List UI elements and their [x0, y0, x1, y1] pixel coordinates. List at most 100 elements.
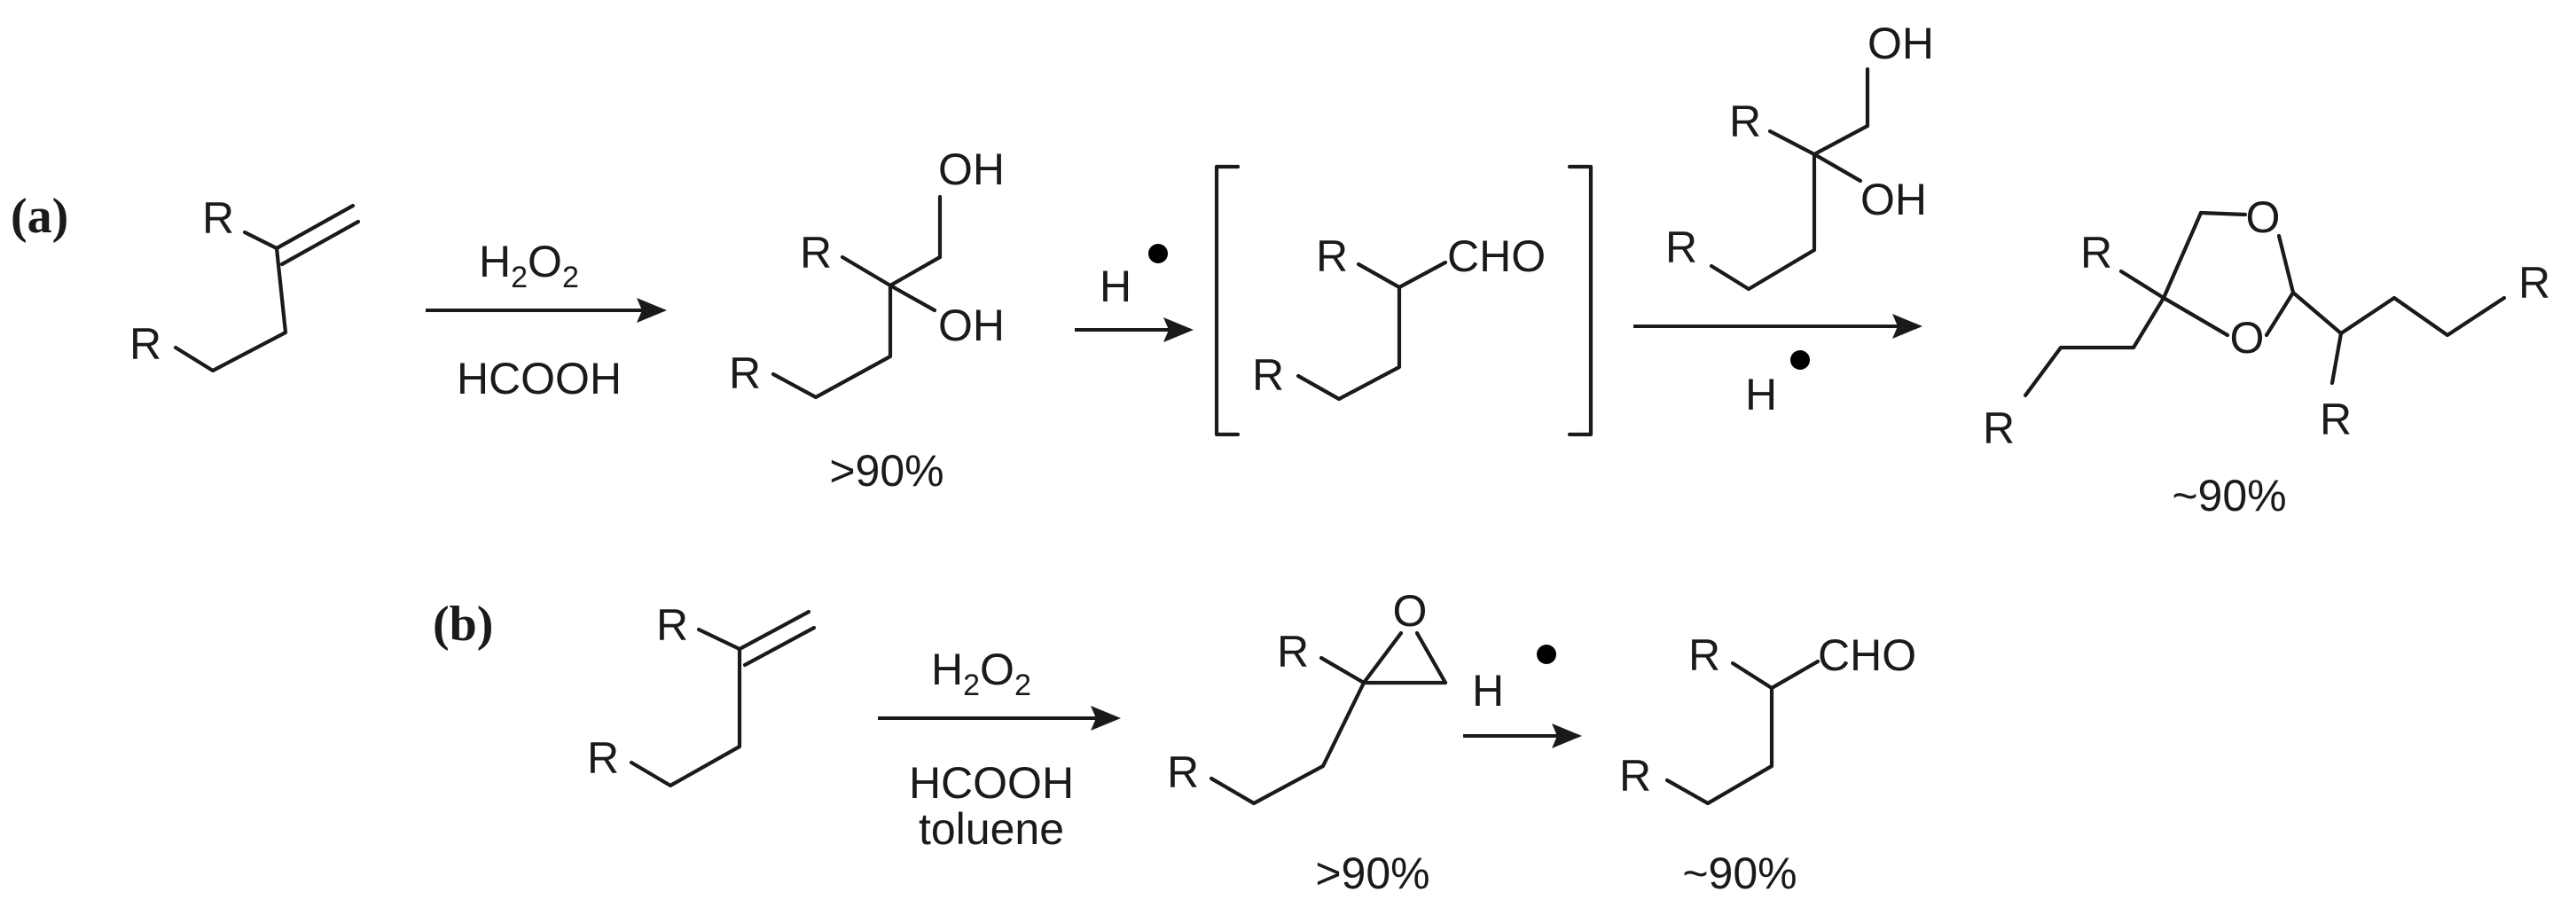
- arrow-head: [1892, 314, 1922, 339]
- alkene-chain-bond: [629, 646, 742, 788]
- reagent-h: H: [1472, 666, 1504, 716]
- alkene-r-bond: [242, 230, 279, 251]
- alkene-double-bond-1: [274, 203, 356, 251]
- alkene-double-bond-2: [742, 625, 817, 668]
- diol-reagent-r-top: R: [1729, 97, 1761, 146]
- epoxide-r-bond: [1319, 655, 1366, 685]
- epoxide-ring-o-right: [1414, 630, 1448, 685]
- arrow-head: [1552, 724, 1582, 748]
- diol-reagent-r-bottom: R: [1665, 223, 1697, 272]
- dioxolane-o-bottom: O: [2230, 313, 2265, 363]
- epoxide-ring-o-left: [1361, 630, 1404, 685]
- diol-chain-bond: [771, 283, 893, 400]
- reagent-h2o2: H2O2: [479, 237, 579, 294]
- charge-plus-icon: [1537, 645, 1556, 664]
- diol-ch2-bond: [888, 254, 943, 288]
- epoxide-o: O: [1393, 586, 1428, 636]
- panel-b-epoxide: R R O >90%: [1167, 586, 1448, 898]
- aldehyde-chain-bond: [1296, 285, 1402, 402]
- panel-a-arrow-1: H2O2 HCOOH: [426, 237, 667, 403]
- aldehyde-yield: ~90%: [1682, 849, 1797, 898]
- dioxolane-yield: ~90%: [2172, 471, 2286, 520]
- diol-r-bottom: R: [729, 348, 761, 398]
- dioxolane-left-chain-bond: [2023, 295, 2166, 398]
- epoxide-chain-bond: [1209, 680, 1366, 806]
- dioxolane-r-ring: R: [2080, 228, 2112, 278]
- dioxolane-r-branch: R: [2320, 395, 2352, 444]
- arrow-head: [1163, 317, 1194, 342]
- panel-a-dioxolane: R R R R O O ~90%: [1983, 192, 2550, 520]
- aldehyde-cho-bond: [1397, 260, 1448, 290]
- alkene-r-bottom: R: [587, 733, 619, 783]
- charge-plus-icon: [1148, 244, 1168, 263]
- dioxolane-branch-r-bond: [2329, 331, 2344, 386]
- charge-plus-icon: [1790, 350, 1810, 370]
- panel-a-label: (a): [11, 189, 68, 244]
- reagent-toluene: toluene: [919, 804, 1064, 854]
- alkene-r-bottom: R: [129, 319, 161, 369]
- panel-b: (b) R R H2O2 HCOOH toluene R R O: [433, 586, 1916, 898]
- dioxolane-ring-o2-bond: [2161, 295, 2230, 338]
- arrow-head: [1091, 706, 1121, 731]
- dioxolane-r-right: R: [2518, 258, 2550, 308]
- reagent-h: H: [1100, 262, 1131, 311]
- diol-oh-bottom: OH: [938, 301, 1005, 350]
- reagent-hcooh: HCOOH: [909, 758, 1074, 808]
- alkene-r-bond: [696, 627, 742, 652]
- alkene-double-bond-1: [737, 609, 811, 652]
- bracket-right: [1567, 164, 1593, 437]
- dioxolane-ring-c-o2-bond: [2264, 290, 2296, 338]
- panel-b-arrow-1: H2O2 HCOOH toluene: [878, 645, 1121, 854]
- aldehyde-r-bond: [1730, 661, 1774, 691]
- alkene-chain-bond: [173, 246, 288, 373]
- diol-reagent-chain-bond: [1709, 152, 1817, 292]
- epoxide-yield: >90%: [1315, 849, 1429, 898]
- panel-b-arrow-2: H: [1463, 645, 1582, 748]
- panel-a-arrow-3: H: [1633, 314, 1922, 419]
- diol-reagent-r-bond: [1767, 129, 1817, 157]
- aldehyde-cho-bond: [1769, 659, 1820, 691]
- diol-reagent-oh-top: OH: [1867, 19, 1934, 68]
- alkene-r-top: R: [656, 600, 688, 650]
- diol-r-top: R: [800, 228, 832, 278]
- diol-r-bond: [840, 254, 893, 288]
- aldehyde-chain-bond: [1664, 685, 1774, 806]
- panel-b-aldehyde: R R CHO ~90%: [1619, 630, 1916, 898]
- dioxolane-r-bond: [2118, 269, 2166, 301]
- aldehyde-r-bottom: R: [1619, 751, 1651, 801]
- reagent-h2o2: H2O2: [931, 645, 1031, 702]
- panel-a-aldehyde: R R CHO: [1252, 231, 1546, 402]
- panel-a: (a) R R H2O2 HCOOH R R OH OH: [11, 19, 2550, 520]
- arrow-head: [637, 298, 667, 323]
- panel-a-diol: R R OH OH >90%: [729, 145, 1005, 496]
- panel-b-alkene: R R: [587, 600, 817, 788]
- alkene-r-top: R: [202, 193, 234, 243]
- diol-yield: >90%: [829, 446, 943, 496]
- aldehyde-r-bottom: R: [1252, 350, 1284, 400]
- dioxolane-ring-ch2-bond: [2161, 210, 2204, 301]
- diol-oh-bond: [888, 283, 937, 313]
- bracket-left: [1214, 164, 1241, 437]
- dioxolane-r-left: R: [1983, 403, 2015, 453]
- aldehyde-r-top: R: [1316, 231, 1348, 281]
- reagent-h: H: [1745, 370, 1777, 419]
- aldehyde-cho: CHO: [1818, 630, 1916, 680]
- reagent-hcooh: HCOOH: [457, 354, 622, 403]
- dioxolane-ring-o1-bond: [2198, 210, 2248, 217]
- alkene-double-bond-2: [279, 219, 361, 267]
- dioxolane-ring-o1-c-bond: [2276, 233, 2296, 295]
- panel-a-alkene: R R: [129, 193, 361, 373]
- panel-b-label: (b): [433, 597, 493, 652]
- panel-a-diol-reagent: R R OH OH: [1665, 19, 1934, 292]
- diol-reagent-oh-bond: [1812, 152, 1863, 184]
- aldehyde-r-bond: [1356, 262, 1402, 290]
- diol-reagent-oh-bottom: OH: [1860, 175, 1927, 224]
- diol-reagent-ch2-bond: [1812, 123, 1870, 157]
- dioxolane-right-chain-bond: [2290, 290, 2507, 338]
- aldehyde-r-top: R: [1688, 630, 1720, 680]
- epoxide-r-bottom: R: [1167, 747, 1199, 797]
- epoxide-r-top: R: [1277, 627, 1309, 677]
- dioxolane-o-top: O: [2246, 192, 2281, 242]
- aldehyde-cho: CHO: [1447, 231, 1546, 281]
